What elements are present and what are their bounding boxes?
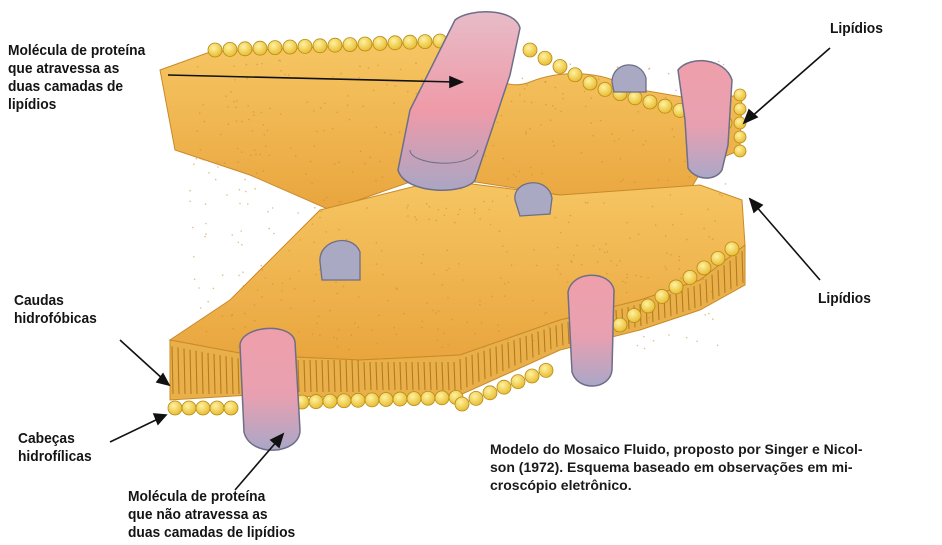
- protein-non-transmembrane: [240, 328, 300, 450]
- label-lipids-right: Lipídios: [818, 290, 871, 308]
- label-protein-transmembrane: Molécula de proteína que atravessa as du…: [8, 42, 145, 114]
- label-hydrophilic-heads: Cabeças hidrofílicas: [18, 430, 92, 466]
- protein-front-right: [568, 275, 614, 386]
- label-lipids-top: Lipídios: [830, 20, 883, 38]
- label-protein-non-transmembrane: Molécula de proteína que não atravessa a…: [128, 488, 295, 542]
- peripheral-protein-middle: [515, 183, 552, 216]
- peripheral-protein-top: [612, 65, 646, 92]
- figure-caption: Modelo do Mosaico Fluido, proposto por S…: [490, 440, 863, 494]
- label-hydrophobic-tails: Caudas hidrofóbicas: [14, 292, 97, 328]
- peripheral-protein-left: [320, 241, 360, 280]
